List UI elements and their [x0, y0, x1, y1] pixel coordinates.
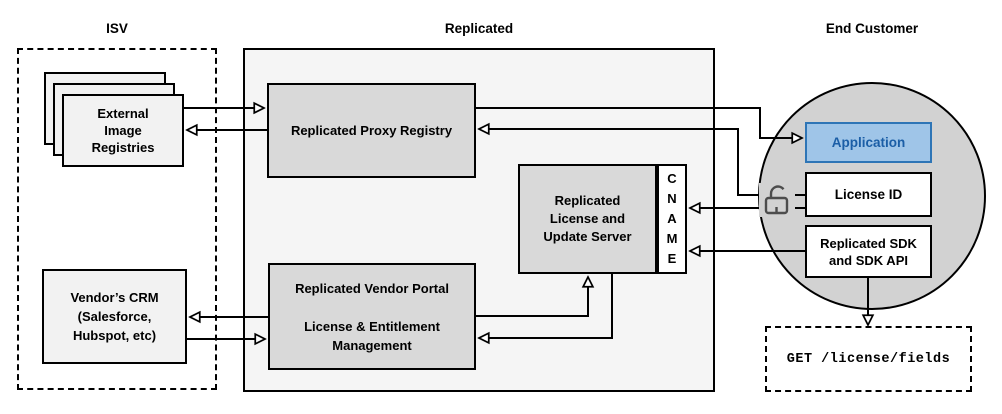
replicated-license-update-server-node: Replicated License and Update Server	[518, 164, 657, 274]
isv-section-label: ISV	[106, 21, 128, 36]
external-image-registries-node: External Image Registries	[62, 94, 184, 167]
get-license-fields-node: GET /license/fields	[765, 326, 972, 392]
cname-node: C N A M E	[657, 164, 687, 274]
vendors-crm-node: Vendor’s CRM (Salesforce, Hubspot, etc)	[42, 269, 187, 364]
replicated-proxy-registry-node: Replicated Proxy Registry	[267, 83, 476, 178]
license-id-node: License ID	[805, 172, 932, 217]
replicated-section-label: Replicated	[444, 21, 514, 36]
open-padlock-glyph	[764, 185, 789, 215]
application-node: Application	[805, 122, 932, 163]
replicated-sdk-node: Replicated SDK and SDK API	[805, 225, 932, 278]
end-customer-section-label: End Customer	[825, 21, 919, 36]
replicated-vendor-portal-node: Replicated Vendor Portal License & Entit…	[268, 263, 476, 370]
lock-icon	[759, 183, 795, 217]
